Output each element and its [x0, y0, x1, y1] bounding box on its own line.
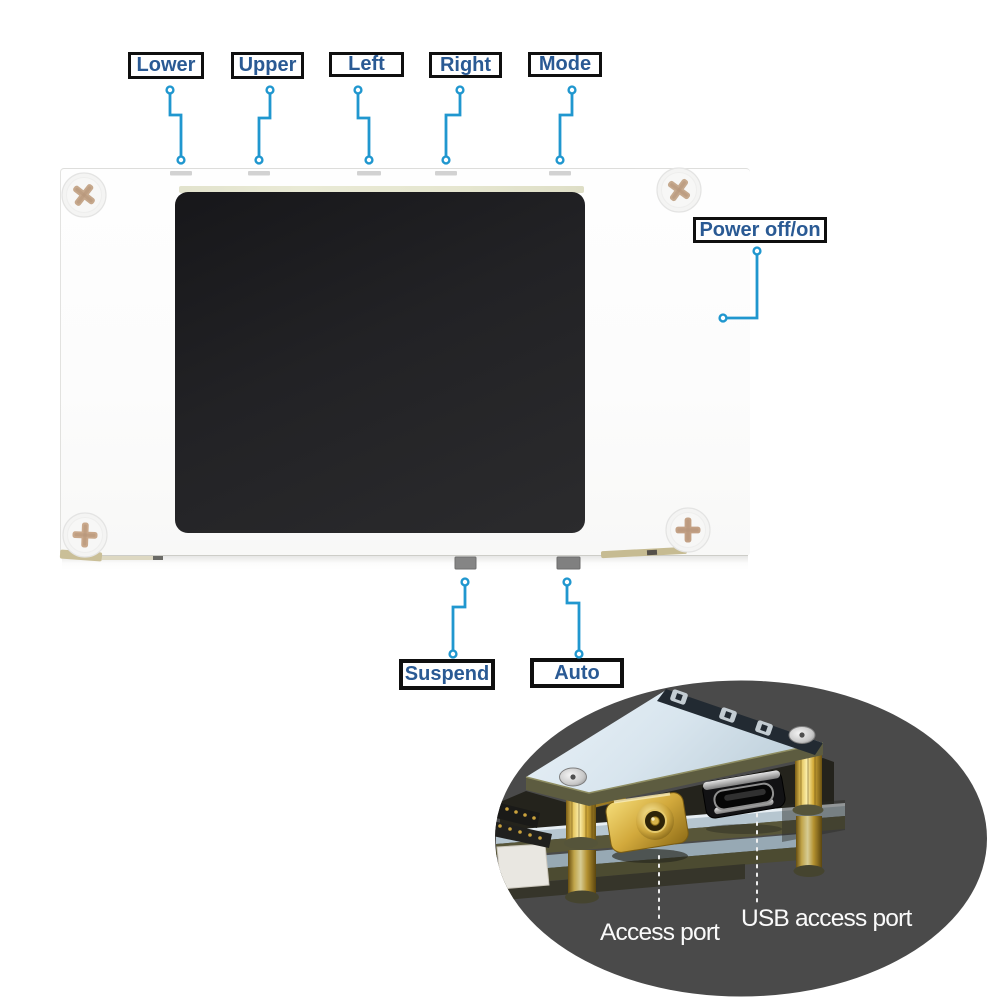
svg-text:Access port: Access port [600, 919, 720, 946]
svg-text:USB access port: USB access port [741, 905, 912, 932]
